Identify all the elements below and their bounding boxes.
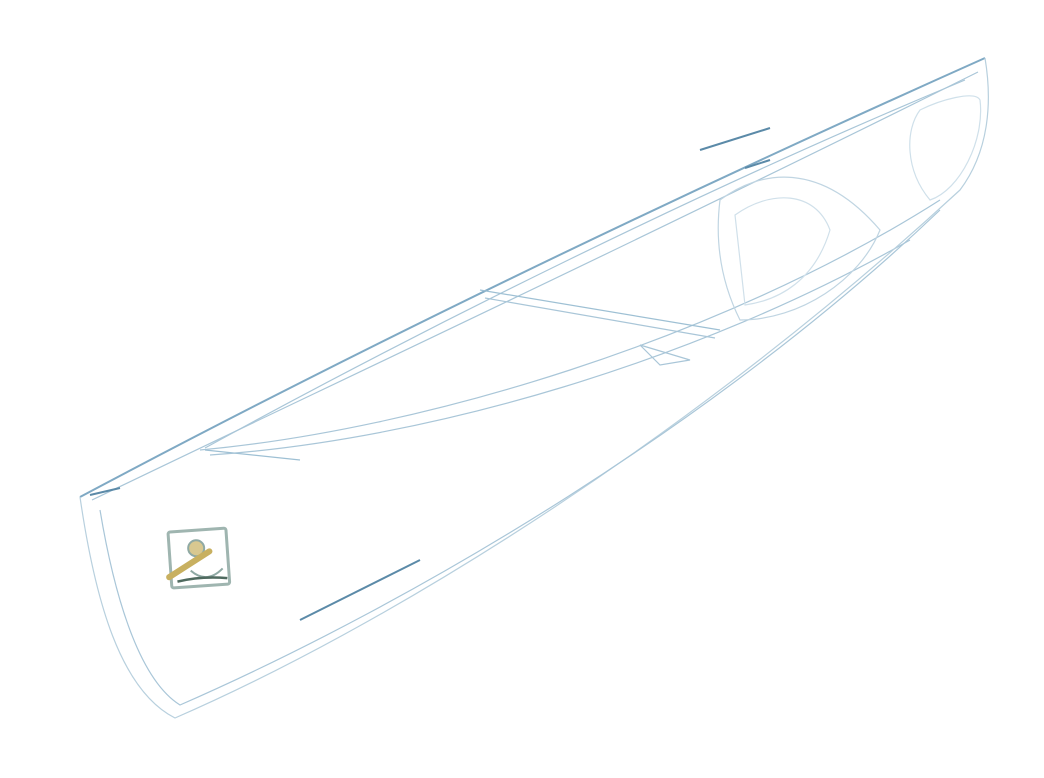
canoe-keel-line	[79, 57, 989, 719]
canoe-thwart	[479, 289, 721, 331]
brand-logo	[166, 526, 232, 590]
canoe-hull	[79, 57, 989, 719]
canoe-accent-lines	[89, 127, 771, 621]
canoe-seat	[717, 176, 881, 321]
canoe-gunwale	[79, 57, 986, 498]
